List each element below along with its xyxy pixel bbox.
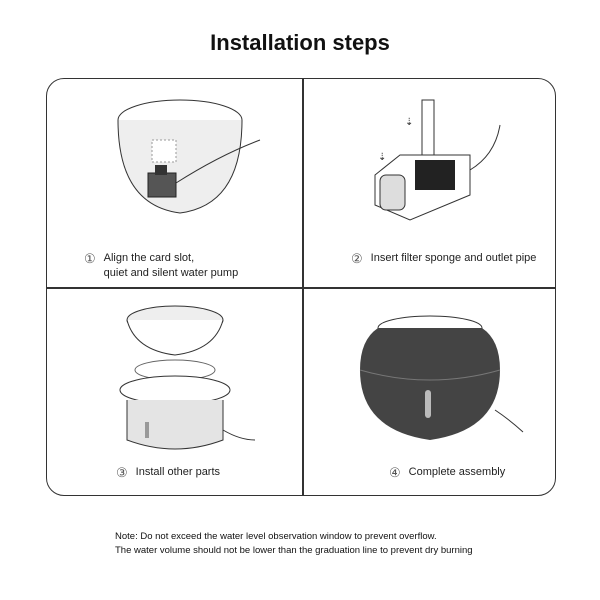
step2-number: ②: [351, 251, 363, 266]
svg-text:⇣: ⇣: [405, 117, 413, 128]
step4-number: ④: [389, 465, 401, 480]
note: Note: Do not exceed the water level obse…: [115, 530, 473, 558]
step3-caption: ③ Install other parts: [116, 465, 220, 480]
step1-caption: ① Align the card slot, quiet and silent w…: [84, 251, 238, 281]
step2-caption: ② Insert filter sponge and outlet pipe: [351, 251, 536, 266]
divider-horizontal: [46, 287, 556, 289]
svg-text:⇣: ⇣: [378, 152, 386, 163]
step3-line1: Install other parts: [135, 466, 221, 478]
step3-number: ③: [116, 465, 128, 480]
page-title: Installation steps: [210, 30, 390, 55]
note-line2: The water volume should not be lower tha…: [115, 545, 473, 556]
step3-parts-illustration: [119, 305, 256, 450]
step4-complete-assembly-illustration: [359, 315, 524, 440]
step2-filter-pipe-illustration: ⇣ ⇣: [374, 99, 501, 221]
note-line1: Note: Do not exceed the water level obse…: [115, 531, 437, 542]
step1-line1: Align the card slot,: [103, 252, 195, 264]
step2-line1: Insert filter sponge and outlet pipe: [370, 252, 537, 264]
step1-pump-bowl-illustration: [117, 99, 261, 214]
step1-number: ①: [84, 251, 96, 266]
step4-caption: ④ Complete assembly: [389, 465, 505, 480]
step1-line2: quiet and silent water pump: [103, 267, 239, 279]
step4-line1: Complete assembly: [408, 466, 506, 478]
